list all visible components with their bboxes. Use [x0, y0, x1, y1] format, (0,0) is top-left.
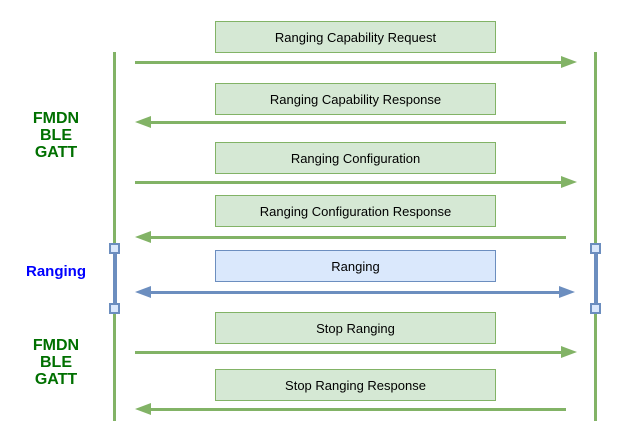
message-label: Stop Ranging Response	[285, 377, 426, 393]
arrowhead-right-icon	[559, 286, 575, 298]
arrow-line	[135, 350, 561, 354]
arrowhead-left-icon	[135, 231, 151, 243]
message-box-ranging-configuration-response: Ranging Configuration Response	[215, 195, 496, 227]
message-label: Stop Ranging	[316, 320, 395, 336]
arrow-line	[151, 290, 559, 294]
message-box-ranging-capability-response: Ranging Capability Response	[215, 83, 496, 115]
arrowhead-left-icon	[135, 403, 151, 415]
message-label: Ranging Configuration Response	[259, 203, 452, 219]
message-label: Ranging Capability Response	[269, 91, 442, 107]
activation-square-left-bottom	[109, 303, 120, 314]
message-box-ranging-capability-request: Ranging Capability Request	[215, 21, 496, 53]
ranging-activation-segment-left	[112, 253, 117, 303]
arrowhead-right-icon	[561, 346, 577, 358]
arrowhead-right-icon	[561, 56, 577, 68]
arrowhead-left-icon	[135, 116, 151, 128]
message-label: Ranging Capability Request	[274, 29, 437, 45]
message-box-ranging-configuration: Ranging Configuration	[215, 142, 496, 174]
phase-label-ranging: Ranging	[26, 263, 86, 280]
message-box-ranging: Ranging	[215, 250, 496, 282]
phase-label-fmdn-ble-gatt-bottom: FMDN BLE GATT	[32, 337, 80, 388]
message-box-stop-ranging: Stop Ranging	[215, 312, 496, 344]
arrow-line	[151, 120, 566, 124]
lifeline-right	[594, 52, 597, 421]
arrow-line	[135, 60, 561, 64]
arrowhead-left-icon	[135, 286, 151, 298]
activation-square-left-top	[109, 243, 120, 254]
phase-label-fmdn-ble-gatt-top: FMDN BLE GATT	[32, 110, 80, 161]
ranging-activation-segment-right	[593, 253, 598, 303]
message-label: Ranging	[331, 258, 380, 274]
arrow-line	[135, 180, 561, 184]
message-box-stop-ranging-response: Stop Ranging Response	[215, 369, 496, 401]
arrowhead-right-icon	[561, 176, 577, 188]
lifeline-left	[113, 52, 116, 421]
arrow-line	[151, 407, 566, 411]
message-label: Ranging Configuration	[290, 150, 421, 166]
arrow-line	[151, 235, 566, 239]
activation-square-right-top	[590, 243, 601, 254]
activation-square-right-bottom	[590, 303, 601, 314]
